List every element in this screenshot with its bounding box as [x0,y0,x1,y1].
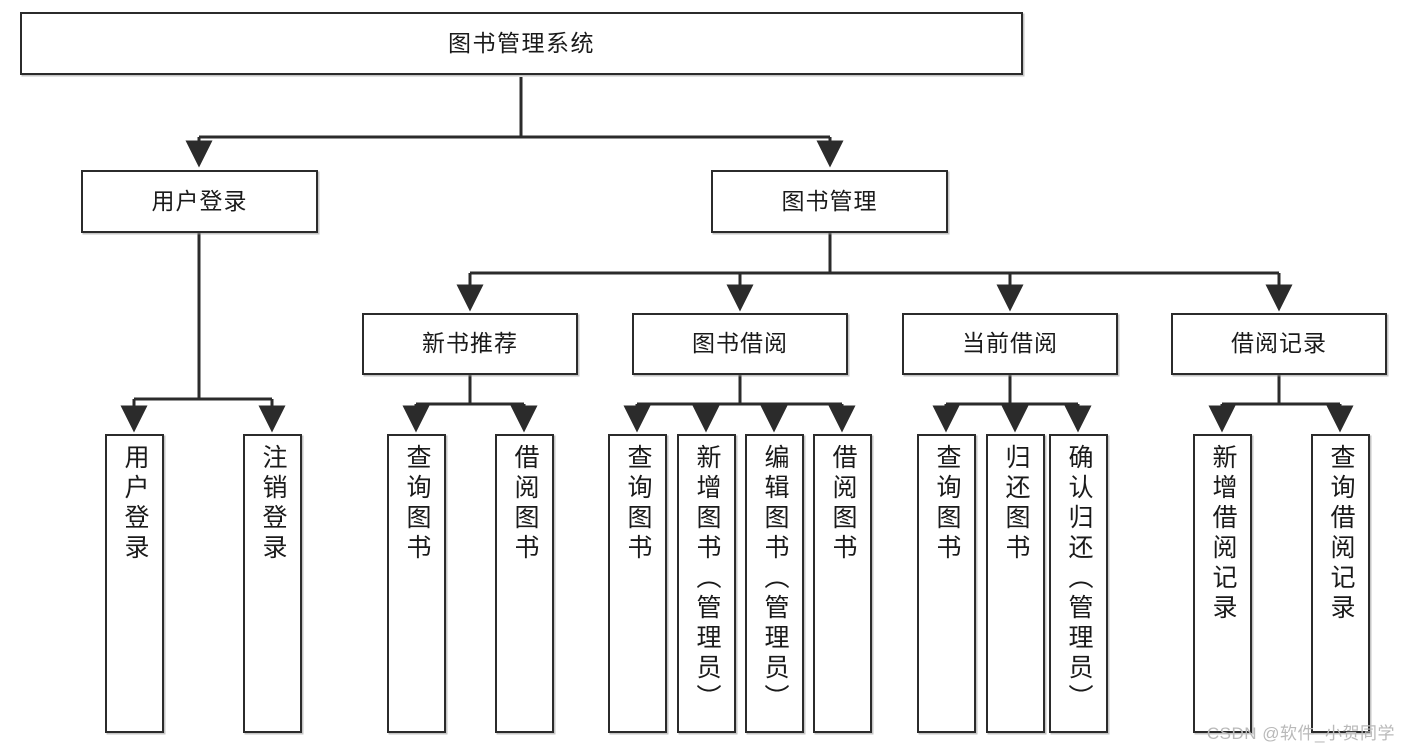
leaf-new-book-rec-0-label: 查询图书 [403,444,431,564]
node-current-borrow-label: 当前借阅 [962,330,1058,357]
node-current-borrow[interactable]: 当前借阅 [902,313,1118,375]
leaf-new-book-rec-1[interactable]: 借阅图书 [495,434,554,733]
leaf-user-login-0-label: 用户登录 [121,444,149,564]
leaf-user-login-1[interactable]: 注销登录 [243,434,302,733]
node-book-manage[interactable]: 图书管理 [711,170,948,233]
leaf-book-borrow-3-label: 借阅图书 [829,444,857,564]
node-book-borrow[interactable]: 图书借阅 [632,313,848,375]
node-book-manage-label: 图书管理 [781,187,878,214]
leaf-book-borrow-0[interactable]: 查询图书 [608,434,667,733]
watermark: CSDN @软件_小贺同学 [1206,724,1395,743]
leaf-current-borrow-0[interactable]: 查询图书 [917,434,976,733]
leaf-book-borrow-2-label: 编辑图书（管理员） [761,444,789,714]
node-user-login[interactable]: 用户登录 [81,170,318,233]
node-new-book-rec-label: 新书推荐 [422,330,518,357]
leaf-user-login-0[interactable]: 用户登录 [105,434,164,733]
leaf-current-borrow-1-label: 归还图书 [1002,444,1030,564]
leaf-book-borrow-1[interactable]: 新增图书（管理员） [677,434,736,733]
leaf-borrow-record-0[interactable]: 新增借阅记录 [1193,434,1252,733]
node-new-book-rec[interactable]: 新书推荐 [362,313,578,375]
leaf-current-borrow-2[interactable]: 确认归还（管理员） [1049,434,1108,733]
leaf-borrow-record-1[interactable]: 查询借阅记录 [1311,434,1370,733]
node-borrow-record-label: 借阅记录 [1231,330,1327,357]
leaf-current-borrow-1[interactable]: 归还图书 [986,434,1045,733]
leaf-book-borrow-1-label: 新增图书（管理员） [693,444,721,714]
leaf-new-book-rec-0[interactable]: 查询图书 [387,434,446,733]
leaf-book-borrow-3[interactable]: 借阅图书 [813,434,872,733]
leaf-book-borrow-0-label: 查询图书 [624,444,652,564]
leaf-new-book-rec-1-label: 借阅图书 [511,444,539,564]
leaf-user-login-1-label: 注销登录 [259,444,287,564]
leaf-book-borrow-2[interactable]: 编辑图书（管理员） [745,434,804,733]
node-book-borrow-label: 图书借阅 [692,330,788,357]
leaf-borrow-record-1-label: 查询借阅记录 [1327,444,1355,624]
node-root[interactable]: 图书管理系统 [20,12,1023,75]
leaf-borrow-record-0-label: 新增借阅记录 [1209,444,1237,624]
node-user-login-label: 用户登录 [151,187,248,214]
leaf-current-borrow-2-label: 确认归还（管理员） [1065,444,1093,714]
node-root-label: 图书管理系统 [448,29,595,56]
node-borrow-record[interactable]: 借阅记录 [1171,313,1387,375]
leaf-current-borrow-0-label: 查询图书 [933,444,961,564]
